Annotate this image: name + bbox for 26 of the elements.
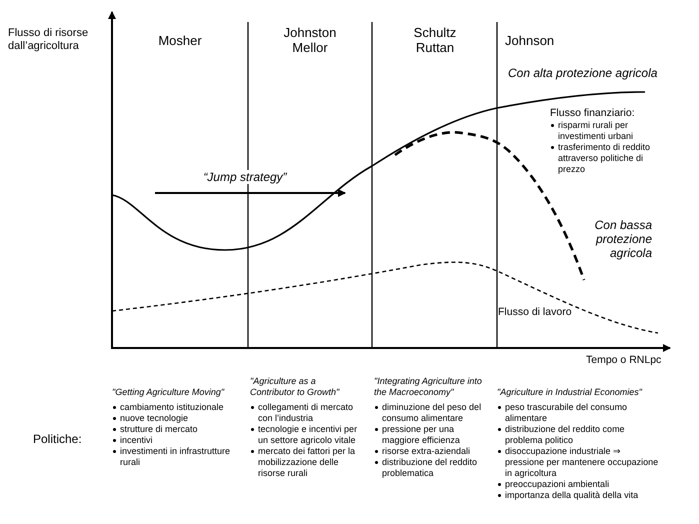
bullet-item: cambiamento istituzionale — [120, 402, 224, 412]
bullet-item: nuove tecnologie — [120, 413, 188, 423]
policy-heading: "Agriculture as a Contributor to Growth" — [250, 376, 340, 398]
note-text: Tempo o RNLpc — [586, 354, 662, 367]
row-label: Politiche: — [33, 433, 83, 446]
period-label: Johnston Mellor — [282, 25, 338, 55]
bullet-item: strutture di mercato — [120, 424, 198, 434]
note-text: Flusso finanziario: — [550, 107, 636, 120]
policy-heading: "Agriculture in Industrial Economies" — [497, 386, 644, 398]
bullet-item: importanza della qualità della vita — [505, 490, 638, 500]
policy-heading: "Getting Agriculture Moving" — [112, 386, 226, 398]
bullet-item: mercato dei fattori per la mobilizzazione delle risorse rurali — [258, 446, 356, 478]
bullet-item: distribuzione del reddito problematica — [382, 457, 478, 478]
bullet-item: trasferimento di reddito attraverso politiche di prezzo — [558, 142, 650, 174]
curve-label: Con bassa protezione agricola — [594, 218, 652, 260]
period-label: Johnson — [505, 33, 556, 48]
bullet-item: incentivi — [120, 435, 153, 445]
period-label: Mosher — [157, 33, 203, 48]
curve-label: Con alta protezione agricola — [508, 66, 658, 80]
bullet-item: risorse extra-aziendali — [382, 446, 470, 456]
bullet-item: investimenti in infrastrutture rurali — [120, 446, 230, 467]
note-text: Flusso di lavoro — [498, 306, 573, 319]
policy-heading: "Integrating Agriculture into the Macroeconomy" — [374, 376, 483, 398]
period-label: Schultz Ruttan — [412, 25, 458, 55]
axis-label: Flusso di risorse dall’agricoltura — [8, 27, 90, 53]
bullet-item: preoccupazioni ambientali — [505, 479, 610, 489]
